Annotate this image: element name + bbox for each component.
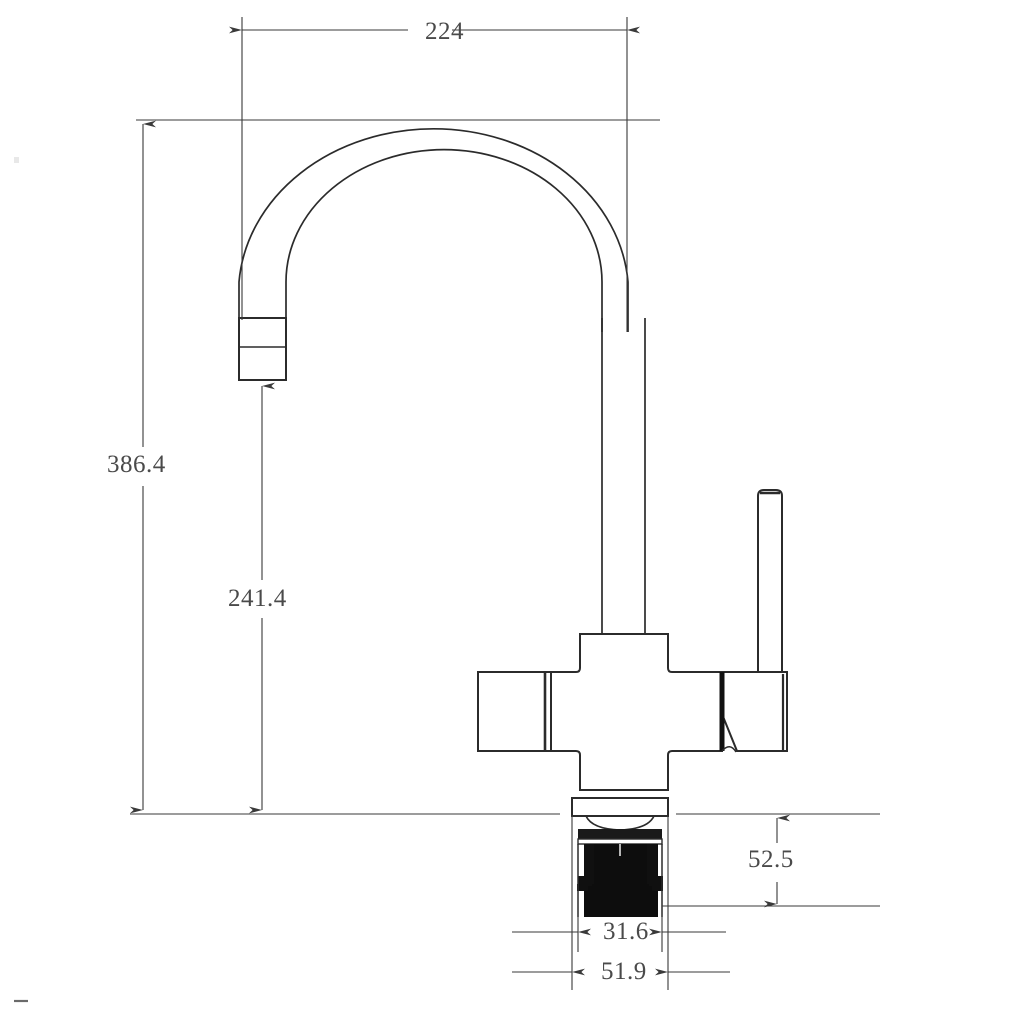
threaded-shank xyxy=(590,844,652,917)
lever-handle xyxy=(757,489,783,673)
left-knob xyxy=(477,671,552,752)
body-block xyxy=(550,633,723,791)
base-flange xyxy=(571,797,669,831)
dimension-label-overall-height: 386.4 xyxy=(107,451,166,478)
dimension-51-9 xyxy=(512,816,730,990)
mount-hardware xyxy=(577,829,663,917)
dimension-label-spout-outlet-height: 241.4 xyxy=(228,585,287,612)
faucet-outline xyxy=(238,128,788,831)
dimension-label-shank-length: 52.5 xyxy=(748,846,794,873)
dimension-lines xyxy=(130,17,880,990)
lever-base xyxy=(719,671,788,753)
dimension-label-base-diameter: 51.9 xyxy=(601,958,647,985)
riser-column xyxy=(601,318,646,634)
aerator xyxy=(238,317,287,381)
corner-artifact-top xyxy=(14,157,19,163)
dimension-386-4 xyxy=(130,119,660,814)
dimension-52-5 xyxy=(662,814,880,908)
spout-arc xyxy=(238,128,629,332)
dimension-224 xyxy=(229,17,640,332)
dimension-label-shank-diameter: 31.6 xyxy=(603,918,649,945)
dimension-label-spout-reach: 224 xyxy=(425,18,464,45)
dimension-31-6 xyxy=(512,917,726,952)
mount-bolts xyxy=(577,844,663,891)
mount-washer xyxy=(578,829,662,839)
